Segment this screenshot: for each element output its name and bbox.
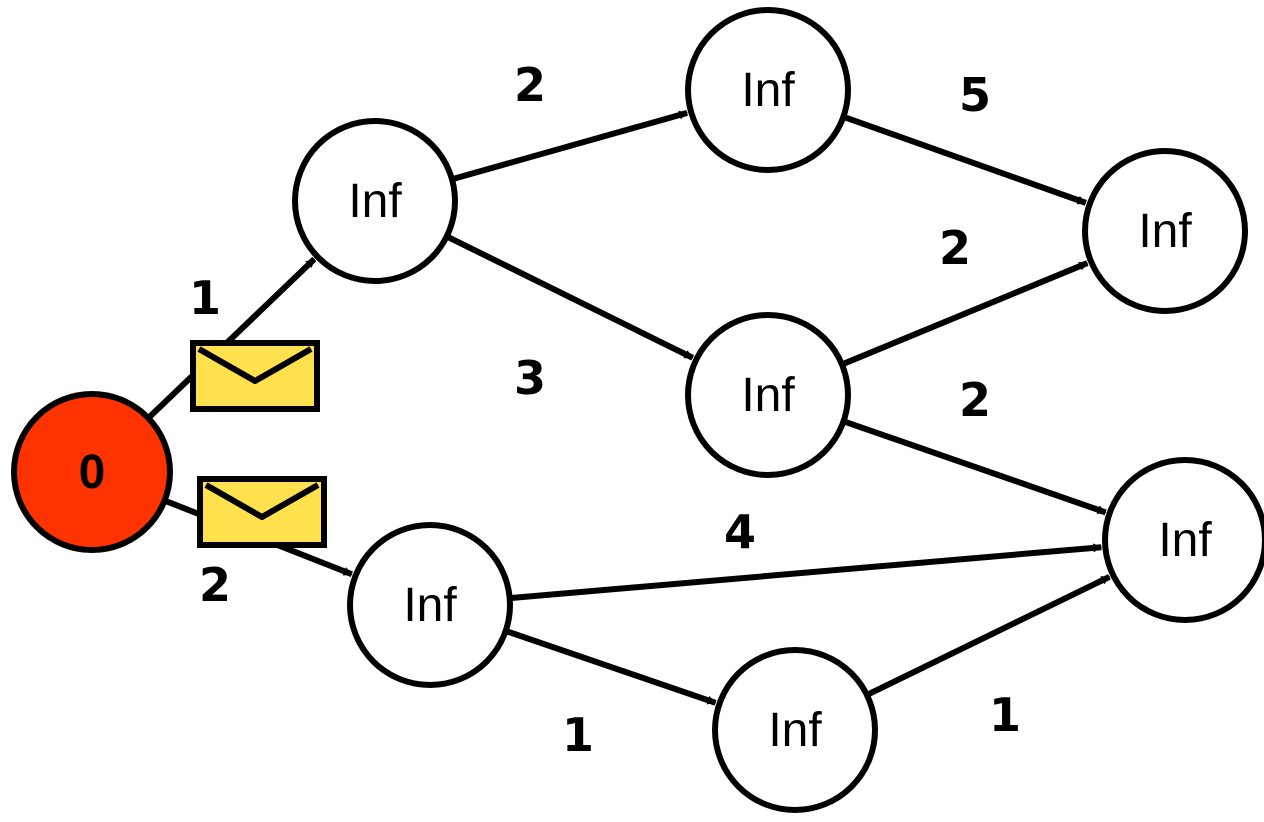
node-label: Inf xyxy=(348,175,402,228)
node-label: Inf xyxy=(741,64,795,117)
edge-weight-label: 4 xyxy=(724,505,756,559)
graph-node: Inf xyxy=(1082,148,1248,314)
edge-weight-label: 1 xyxy=(562,708,594,762)
edge-s-a xyxy=(146,256,317,421)
source-node: 0 xyxy=(11,391,173,553)
graph-node: Inf xyxy=(712,647,878,813)
edge-weight-label: 2 xyxy=(199,558,231,612)
node-label: Inf xyxy=(1138,205,1192,258)
graph-node: Inf xyxy=(292,118,458,284)
node-circle xyxy=(347,522,513,688)
graph-node: Inf xyxy=(1102,457,1264,623)
node-label: Inf xyxy=(403,579,457,632)
node-label: 0 xyxy=(79,446,106,499)
envelope-icon xyxy=(190,340,320,412)
edge-weight-label: 1 xyxy=(989,688,1021,742)
node-circle xyxy=(712,647,878,813)
node-circle xyxy=(685,312,851,478)
edge-weight-label: 1 xyxy=(189,271,221,325)
graph-node: Inf xyxy=(685,312,851,478)
node-circle xyxy=(1102,457,1264,623)
node-circle xyxy=(685,7,851,173)
envelope-icon xyxy=(197,476,327,548)
node-circle xyxy=(292,118,458,284)
edge-e-g xyxy=(865,574,1111,698)
edge-a-c xyxy=(451,109,689,183)
node-circle xyxy=(11,391,173,553)
edge-weight-label: 2 xyxy=(514,58,546,112)
messages xyxy=(190,340,327,548)
graph-node: Inf xyxy=(685,7,851,173)
graph-node: Inf xyxy=(347,522,513,688)
edge-weight-label: 2 xyxy=(939,221,971,275)
edge-weights: 1 2 2 3 5 2 2 4 1 1 xyxy=(189,58,1021,762)
edge-weight-label: 5 xyxy=(959,68,991,122)
node-label: Inf xyxy=(768,704,822,757)
edge-a-d xyxy=(445,233,695,361)
edge-b-e xyxy=(504,628,717,706)
edges xyxy=(146,109,1111,706)
edge-c-f xyxy=(842,113,1087,206)
node-label: Inf xyxy=(741,369,795,422)
node-label: Inf xyxy=(1158,514,1212,567)
edge-weight-label: 3 xyxy=(514,351,546,405)
edge-b-g xyxy=(509,543,1103,602)
edge-d-g xyxy=(842,418,1107,516)
edge-d-f xyxy=(840,260,1089,368)
node-circle xyxy=(1082,148,1248,314)
edge-weight-label: 2 xyxy=(959,373,991,427)
